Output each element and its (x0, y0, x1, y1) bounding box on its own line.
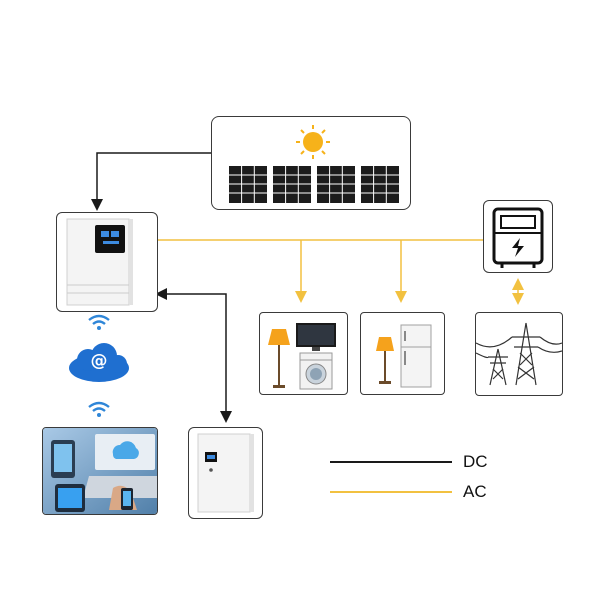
appliances-box (259, 312, 348, 395)
cloud-icon (69, 343, 129, 382)
legend-dc-label: DC (463, 452, 488, 471)
wifi-icon-top (88, 314, 110, 330)
tv-icon (296, 323, 336, 351)
inverter-icon (66, 218, 133, 306)
panel-1 (229, 166, 267, 203)
panel-4 (361, 166, 399, 203)
wifi-icon-bottom (88, 401, 110, 417)
meter-box (483, 200, 553, 273)
inverter-box (56, 212, 158, 312)
battery-box (188, 427, 263, 519)
panel-2 (273, 166, 311, 203)
devices-box (42, 427, 158, 515)
at-symbol: @ (90, 351, 108, 371)
cloud-internet: @ (66, 340, 132, 386)
dc-line-solar-to-inverter (91, 152, 211, 211)
table-lamp-icon (376, 337, 394, 384)
laptop-phone-image (43, 428, 157, 514)
power-pylon-icon (475, 322, 563, 386)
fridge-box (360, 312, 445, 395)
fridge-icon (376, 324, 432, 388)
solar-panels-icon (229, 125, 399, 203)
appliances-icon (268, 323, 336, 390)
washing-machine-icon (299, 352, 333, 390)
refrigerator-icon (400, 324, 432, 388)
electric-meter-icon (492, 207, 544, 268)
legend-ac-label: AC (463, 482, 487, 501)
solar-panel-box (211, 116, 411, 210)
panel-3 (317, 166, 355, 203)
grid-box (475, 312, 563, 396)
sun-icon (296, 125, 330, 159)
floor-lamp-icon (268, 329, 290, 388)
dc-line-inverter-battery (155, 288, 232, 423)
battery-icon (197, 433, 254, 513)
